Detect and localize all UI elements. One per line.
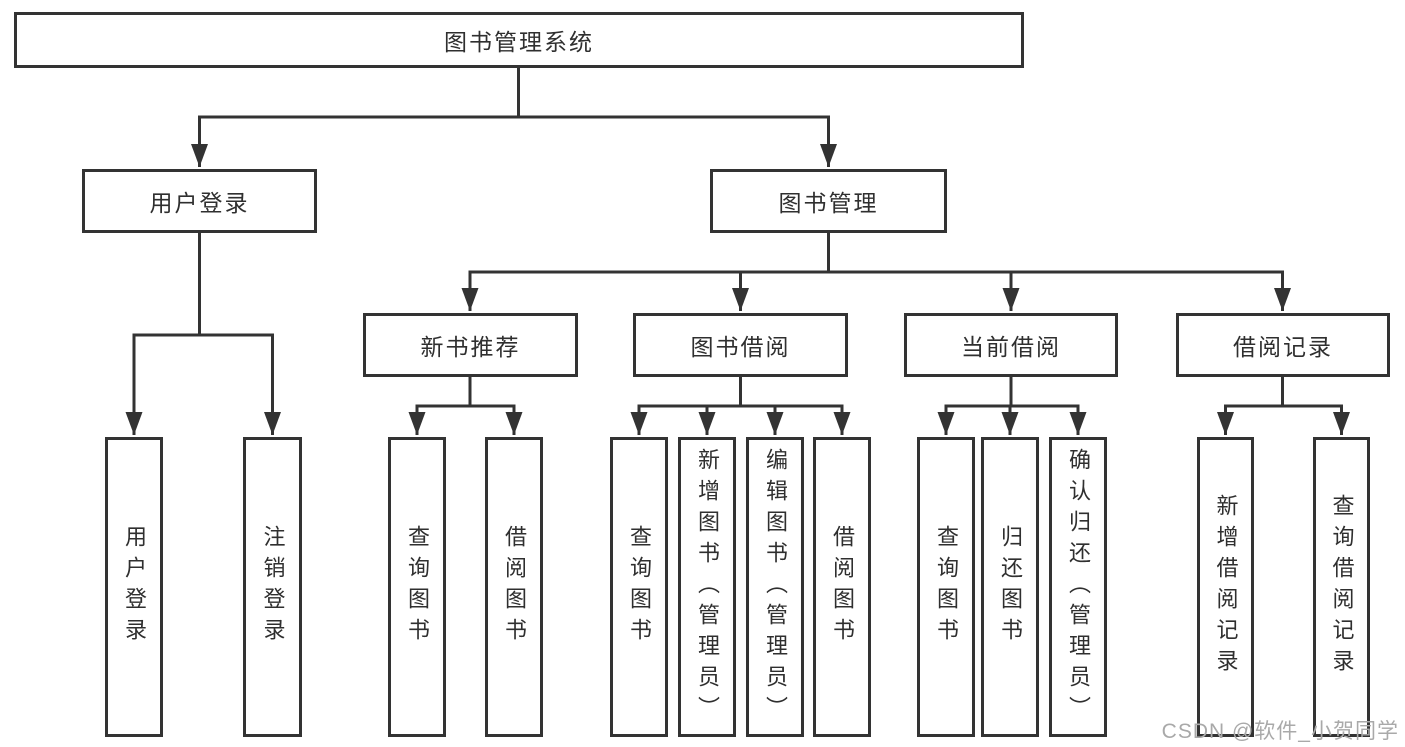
leaf-confirm-return-admin: 确认归还（管理员） xyxy=(1049,437,1107,737)
node-user-login: 用户登录 xyxy=(82,169,317,233)
leaf-confirm-return-admin-label: 确认归还（管理员） xyxy=(1066,447,1091,727)
leaf-borrow-books-recommend: 借阅图书 xyxy=(485,437,543,737)
leaf-user-login: 用户登录 xyxy=(105,437,163,737)
leaf-add-borrow-record-label: 新增借阅记录 xyxy=(1213,494,1239,680)
leaf-query-books-recommend-label: 查询图书 xyxy=(405,525,430,649)
leaf-add-borrow-record: 新增借阅记录 xyxy=(1197,437,1254,737)
leaf-borrow-books-recommend-label: 借阅图书 xyxy=(502,525,527,649)
leaf-return-books: 归还图书 xyxy=(981,437,1039,737)
leaf-query-books-current-label: 查询图书 xyxy=(934,525,959,649)
node-book-borrow: 图书借阅 xyxy=(633,313,848,377)
leaf-query-books-recommend: 查询图书 xyxy=(388,437,446,737)
node-book-borrow-label: 图书借阅 xyxy=(690,334,791,360)
leaf-return-books-label: 归还图书 xyxy=(998,525,1023,649)
node-borrow-records: 借阅记录 xyxy=(1176,313,1390,377)
node-library-system: 图书管理系统 xyxy=(14,12,1024,68)
leaf-user-login-label: 用户登录 xyxy=(122,525,147,649)
node-new-book-recommend-label: 新书推荐 xyxy=(420,334,521,360)
leaf-add-book-admin-label: 新增图书（管理员） xyxy=(695,447,720,727)
leaf-query-books-current: 查询图书 xyxy=(917,437,975,737)
leaf-add-book-admin: 新增图书（管理员） xyxy=(678,437,736,737)
leaf-logout: 注销登录 xyxy=(243,437,302,737)
node-book-management: 图书管理 xyxy=(710,169,947,233)
node-library-system-label: 图书管理系统 xyxy=(444,29,594,55)
leaf-query-borrow-record: 查询借阅记录 xyxy=(1313,437,1370,737)
leaf-borrow-books-label: 借阅图书 xyxy=(830,525,855,649)
leaf-query-borrow-record-label: 查询借阅记录 xyxy=(1329,494,1355,680)
leaf-borrow-books: 借阅图书 xyxy=(813,437,871,737)
leaf-edit-book-admin-label: 编辑图书（管理员） xyxy=(763,447,788,727)
node-user-login-label: 用户登录 xyxy=(149,190,250,216)
node-book-management-label: 图书管理 xyxy=(778,190,879,216)
leaf-edit-book-admin: 编辑图书（管理员） xyxy=(746,437,804,737)
leaf-query-books-borrow: 查询图书 xyxy=(610,437,668,737)
node-new-book-recommend: 新书推荐 xyxy=(363,313,578,377)
csdn-watermark: CSDN @软件_小贺同学 xyxy=(1161,720,1399,743)
leaf-logout-label: 注销登录 xyxy=(260,525,286,649)
node-current-borrow: 当前借阅 xyxy=(904,313,1118,377)
node-current-borrow-label: 当前借阅 xyxy=(961,334,1061,360)
node-borrow-records-label: 借阅记录 xyxy=(1233,334,1333,360)
leaf-query-books-borrow-label: 查询图书 xyxy=(627,525,652,649)
